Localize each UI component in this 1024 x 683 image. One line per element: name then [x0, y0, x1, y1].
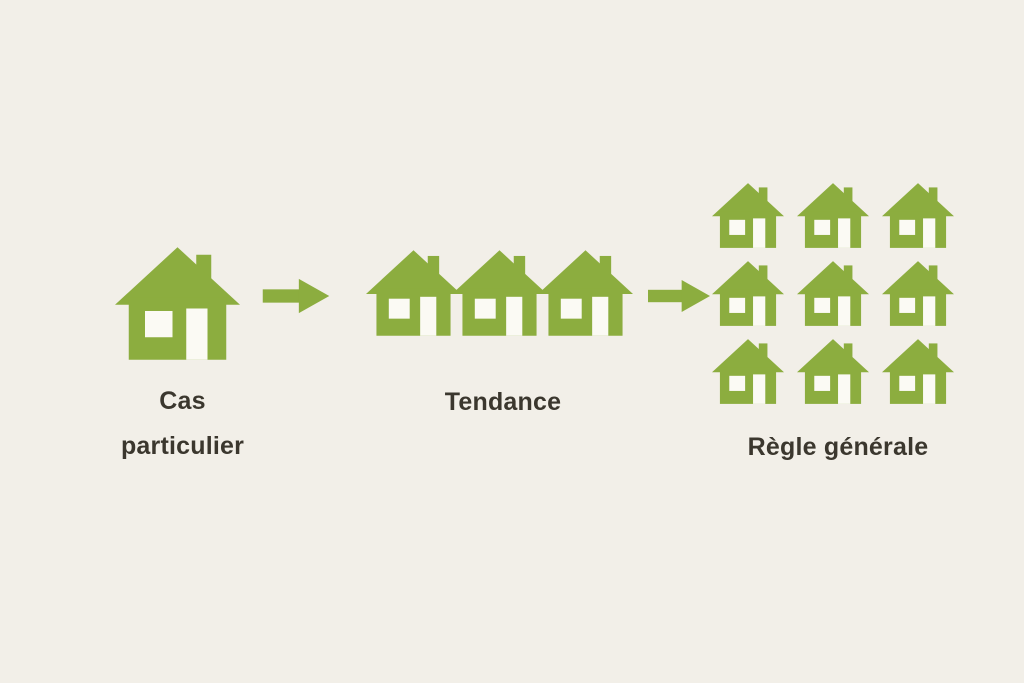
house-icon [452, 250, 547, 336]
house-icon [712, 183, 784, 248]
house-icon [712, 339, 784, 404]
label-line: Tendance [444, 388, 562, 416]
house-icon [712, 261, 784, 326]
house-grid [712, 183, 954, 404]
label-line: particulier [120, 432, 245, 460]
arrow-right-icon [648, 278, 710, 314]
house-icon [882, 183, 954, 248]
house-icon [797, 183, 869, 248]
house-icon [882, 261, 954, 326]
house-icon [366, 250, 461, 336]
stage-label-tendance: Tendance [403, 380, 603, 425]
house-icon [797, 339, 869, 404]
arrow-right-icon [262, 277, 330, 315]
stage-label-regle-generale: Règle générale [708, 425, 968, 470]
house-icon [538, 250, 633, 336]
house-icon [882, 339, 954, 404]
stage-label-cas-particulier: Cas particulier [95, 379, 270, 469]
house-icon [115, 247, 240, 360]
house-icon [797, 261, 869, 326]
label-line: Cas [159, 387, 206, 415]
label-line: Règle générale [747, 433, 929, 461]
